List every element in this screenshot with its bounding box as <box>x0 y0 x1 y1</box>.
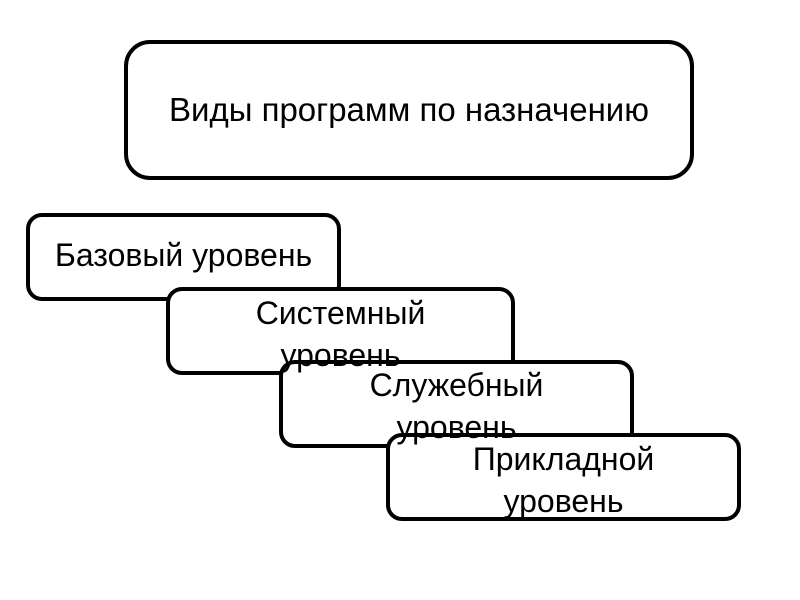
level-label-service: Служебный уровень <box>279 364 634 448</box>
level-label-applied-line1: Прикладной <box>472 441 655 477</box>
level-box-applied <box>386 433 741 521</box>
level-label-system-line2: уровень <box>280 337 401 373</box>
level-label-system: Системный уровень <box>166 292 515 376</box>
level-label-service-line1: Служебный <box>369 367 544 403</box>
diagram-title: Виды программ по назначению <box>169 90 649 128</box>
level-label-basic: Базовый уровень <box>26 235 341 277</box>
title-box <box>124 40 694 180</box>
level-label-system-line1: Системный <box>255 295 426 331</box>
level-box-basic <box>26 213 341 301</box>
level-label-applied: Прикладной уровень <box>386 438 741 522</box>
level-label-applied-line2: уровень <box>503 483 624 519</box>
level-label-service-line2: уровень <box>396 409 517 445</box>
level-label-basic-line1: Базовый уровень <box>54 237 313 273</box>
